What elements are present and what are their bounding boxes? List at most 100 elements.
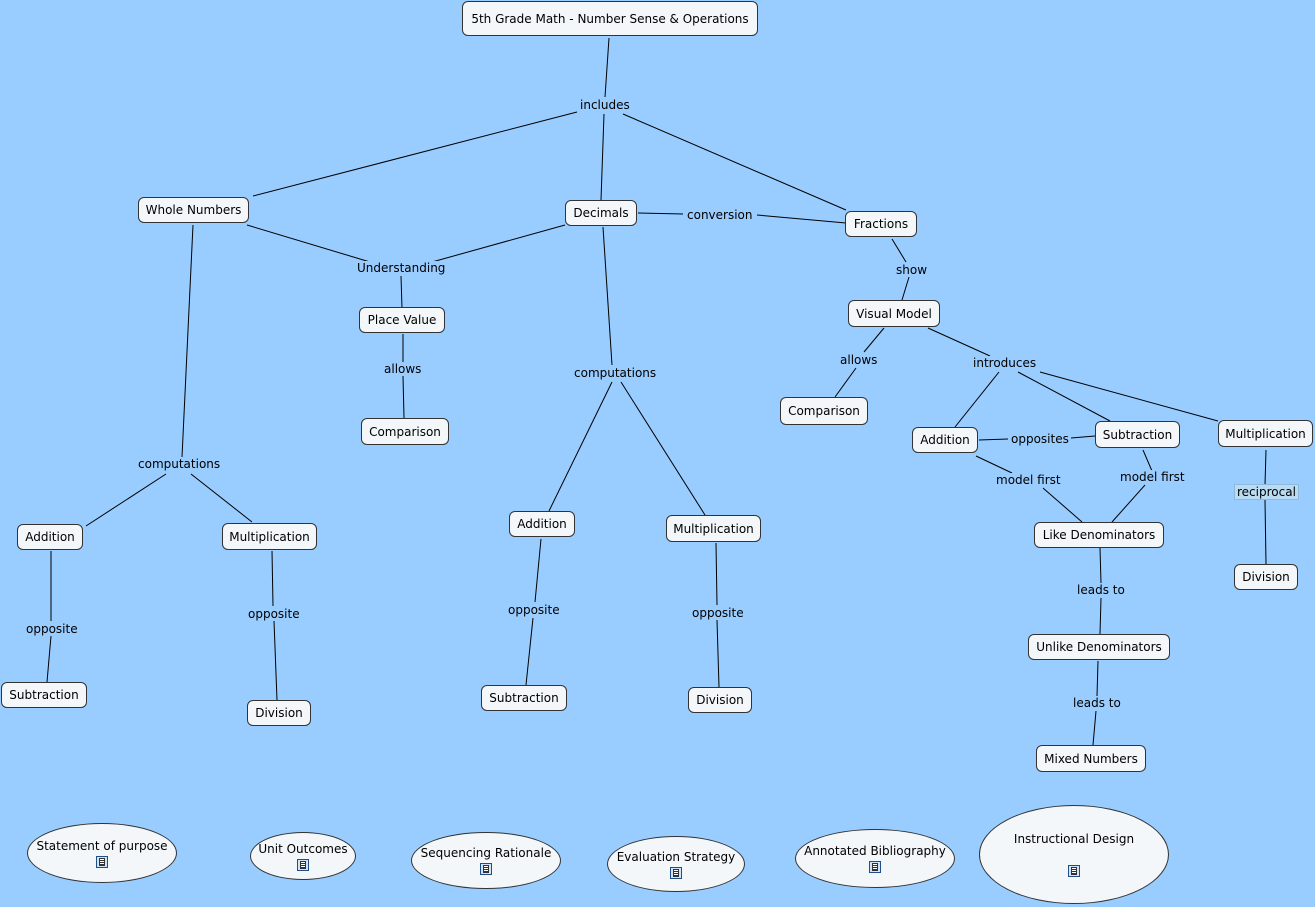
link [1264,449,1267,486]
node-decimal-division[interactable]: Division [688,687,752,713]
node-decimals[interactable]: Decimals [565,200,637,226]
link-label-opposite: opposite [690,606,746,620]
resource-statement-of-purpose[interactable]: Statement of purpose [27,823,177,883]
link [604,37,610,98]
link [1017,371,1111,422]
link-label-opposite: opposite [24,622,80,636]
link [954,371,1000,428]
link [901,276,910,301]
node-whole-multiplication[interactable]: Multiplication [222,523,317,550]
link [400,275,403,309]
link [600,113,605,201]
link [716,619,720,688]
link-label-computations: computations [572,366,659,380]
link-label-leads-to: leads to [1075,583,1127,597]
link-label-conversion: conversion [685,208,755,222]
link [891,238,907,263]
link [525,617,534,686]
resource-label: Statement of purpose [36,838,168,853]
link [1092,710,1097,746]
document-icon[interactable] [96,855,108,868]
link [190,473,253,523]
link [1142,449,1153,472]
link [402,375,405,419]
node-fraction-division[interactable]: Division [1234,564,1298,590]
resource-sequencing-rationale[interactable]: Sequencing Rationale [411,832,561,889]
resource-unit-outcomes[interactable]: Unit Outcomes [250,832,356,880]
root-concept[interactable]: 5th Grade Math - Number Sense & Operatio… [462,1,758,36]
link [1099,547,1102,584]
link-label-model-first: model first [994,473,1063,487]
document-icon[interactable] [1068,865,1080,877]
link [978,438,1009,441]
node-decimal-addition[interactable]: Addition [509,511,575,537]
link-label-introduces: introduces [971,356,1039,370]
link [46,635,52,683]
link [181,224,194,458]
node-whole-subtraction[interactable]: Subtraction [1,682,87,708]
node-comparison-visual-model[interactable]: Comparison [780,397,868,425]
link [431,224,566,263]
link-label-reciprocal: reciprocal [1234,484,1299,500]
node-comparison-place-value[interactable]: Comparison [361,418,449,445]
link [715,542,718,606]
link [637,212,684,215]
node-place-value[interactable]: Place Value [359,307,445,333]
resource-instructional-design[interactable]: Instructional Design [979,805,1169,904]
document-icon[interactable] [670,866,682,879]
node-whole-addition[interactable]: Addition [17,524,83,550]
document-icon[interactable] [297,858,309,871]
link-label-show: show [894,263,930,277]
node-visual-model[interactable]: Visual Model [848,300,940,327]
node-fraction-addition[interactable]: Addition [912,427,978,453]
resource-annotated-bibliography[interactable]: Annotated Bibliography [795,829,955,888]
link [1111,484,1146,523]
resource-label: Evaluation Strategy [616,849,736,864]
node-fractions[interactable]: Fractions [845,211,917,237]
link-label-leads-to: leads to [1071,696,1123,710]
link [756,214,847,224]
node-whole-division[interactable]: Division [247,700,311,726]
link [1264,499,1267,565]
link [1099,597,1102,635]
document-icon[interactable] [869,861,881,873]
link [975,455,1013,474]
link [1042,487,1083,523]
link [273,620,278,701]
link [1039,371,1219,422]
node-decimal-subtraction[interactable]: Subtraction [481,685,567,711]
link [622,113,847,211]
node-mixed-numbers[interactable]: Mixed Numbers [1036,745,1146,772]
resource-label: Unit Outcomes [258,841,348,856]
resource-label: Sequencing Rationale [420,846,552,860]
link [548,381,613,512]
link [834,367,857,398]
link-label-model-first: model first [1118,470,1187,484]
resource-label: Instructional Design [1013,832,1135,846]
resource-label: Annotated Bibliography [804,844,946,858]
resource-evaluation-strategy[interactable]: Evaluation Strategy [607,836,745,892]
link [534,538,542,603]
node-fraction-subtraction[interactable]: Subtraction [1095,421,1180,448]
node-fraction-multiplication[interactable]: Multiplication [1218,420,1313,447]
link-label-opposite: opposite [506,603,562,617]
link-label-computations: computations [136,457,223,471]
link-label-opposite: opposite [246,607,302,621]
document-icon[interactable] [480,863,492,875]
link [620,381,706,516]
node-unlike-denominators[interactable]: Unlike Denominators [1028,634,1170,660]
node-like-denominators[interactable]: Like Denominators [1034,522,1164,548]
node-whole-numbers[interactable]: Whole Numbers [138,197,249,223]
link [246,224,371,263]
link [1070,435,1096,439]
link-label-opposites: opposites [1009,432,1071,446]
node-decimal-multiplication[interactable]: Multiplication [666,515,761,542]
link [927,327,991,357]
link-label-allows: allows [838,353,880,367]
link [1096,660,1099,697]
link [252,111,578,197]
link-label-allows: allows [382,362,424,376]
link [85,473,167,527]
link [271,550,274,607]
